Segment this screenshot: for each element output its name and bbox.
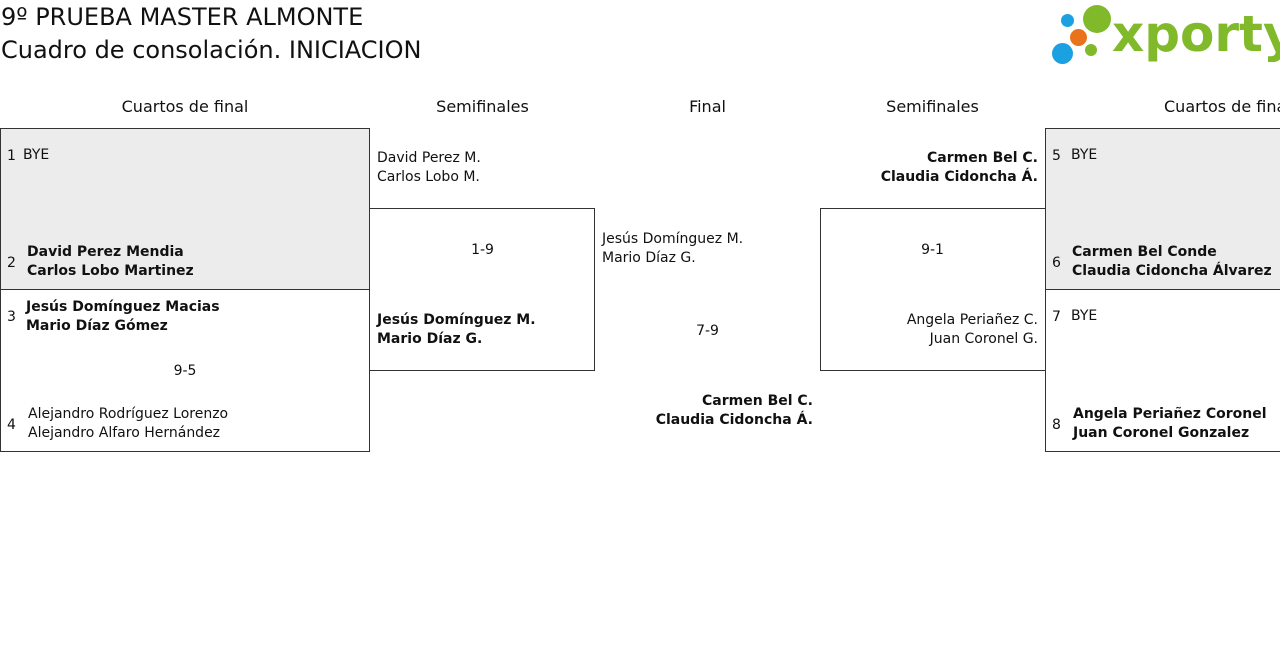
seed-number: 5	[1052, 148, 1061, 164]
page-subtitle: Cuadro de consolación. INICIACION	[1, 36, 422, 64]
seed-number: 7	[1052, 309, 1061, 325]
team-player: Carmen Bel C.	[702, 393, 813, 409]
team-player: Mario Díaz G.	[377, 331, 483, 347]
seed-number: 8	[1052, 417, 1061, 433]
team-player: Mario Díaz Gómez	[26, 318, 168, 334]
right-qf-match-1	[1045, 128, 1280, 290]
logo-green-dot-small	[1085, 44, 1097, 56]
team-player: David Perez Mendia	[27, 244, 184, 260]
match-score: 7-9	[696, 323, 719, 339]
team-bye: BYE	[1071, 308, 1098, 324]
logo-blue-dot-small	[1061, 14, 1074, 27]
round-header-right-qf: Cuartos de final	[1164, 97, 1280, 116]
team-player: Juan Coronel G.	[929, 331, 1038, 347]
match-score: 9-5	[173, 363, 197, 379]
round-header-left-sf: Semifinales	[436, 97, 529, 116]
match-score: 1-9	[471, 242, 494, 258]
team-player: Mario Díaz G.	[602, 250, 696, 266]
match-score: 9-1	[921, 242, 944, 258]
team-player: Jesús Domínguez M.	[602, 231, 744, 247]
team-player: Carmen Bel C.	[927, 150, 1038, 166]
seed-number: 1	[7, 148, 16, 164]
seed-number: 2	[7, 255, 16, 271]
seed-number: 6	[1052, 255, 1061, 271]
round-header-final: Final	[689, 97, 726, 116]
team-player: Carlos Lobo M.	[377, 169, 480, 185]
team-player: Jesús Domínguez M.	[377, 312, 536, 328]
team-player: Alejandro Rodríguez Lorenzo	[28, 406, 229, 422]
team-player: David Perez M.	[377, 150, 481, 166]
xporty-logo	[1050, 4, 1280, 68]
logo-text: xporty	[1112, 5, 1280, 63]
team-player: Claudia Cidoncha Á.	[655, 412, 813, 428]
team-player: Carmen Bel Conde	[1072, 244, 1217, 260]
team-player: Angela Periañez C.	[906, 312, 1038, 328]
team-player: Jesús Domínguez Macias	[26, 299, 220, 315]
round-header-left-qf: Cuartos de final	[121, 97, 249, 116]
team-player: Alejandro Alfaro Hernández	[28, 425, 221, 441]
logo-blue-dot-large	[1052, 43, 1073, 64]
team-player: Claudia Cidoncha Á.	[880, 169, 1038, 185]
team-player: Juan Coronel Gonzalez	[1073, 425, 1250, 441]
left-sf-match	[369, 208, 595, 371]
round-header-right-sf: Semifinales	[886, 97, 979, 116]
team-player: Carlos Lobo Martinez	[27, 263, 194, 279]
team-player: Claudia Cidoncha Álvarez	[1072, 263, 1272, 279]
team-player: Angela Periañez Coronel	[1073, 406, 1267, 422]
team-bye: BYE	[23, 147, 50, 163]
right-qf-match-2	[1045, 289, 1280, 452]
logo-orange-dot	[1070, 29, 1087, 46]
seed-number: 3	[7, 309, 16, 325]
seed-number: 4	[7, 417, 16, 433]
logo-green-dot	[1083, 5, 1111, 33]
team-bye: BYE	[1071, 147, 1098, 163]
page-title: 9º PRUEBA MASTER ALMONTE	[1, 3, 364, 31]
